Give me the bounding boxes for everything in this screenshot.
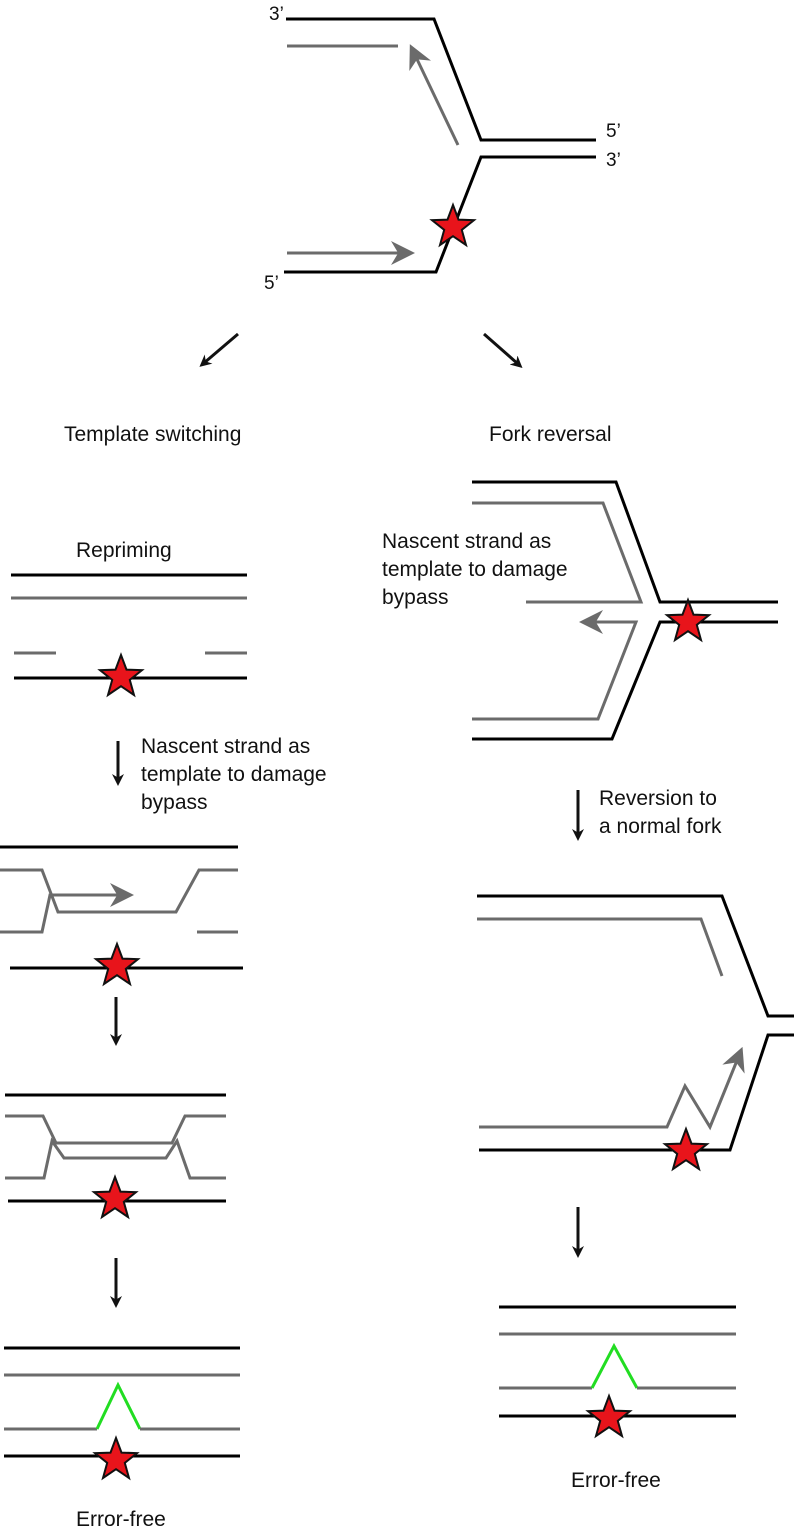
parental-strand-top xyxy=(286,17,596,142)
heading-template-switching: Template switching xyxy=(64,423,242,446)
lesion-star-icon xyxy=(431,204,475,246)
label-3prime-top-left: 3’ xyxy=(269,4,284,25)
lesion-star-icon xyxy=(95,943,139,985)
label-5prime-top-right: 5’ xyxy=(606,121,621,142)
heading-fork-reversal: Fork reversal xyxy=(489,423,612,446)
lesion-star-icon xyxy=(664,1128,708,1170)
fork-reversal-result xyxy=(499,1305,736,1437)
label-5prime-bottom-left: 5’ xyxy=(264,273,279,294)
replication-fork xyxy=(284,17,596,274)
label-nascent-strand-left: Nascent strand as template to damage byp… xyxy=(141,735,327,814)
lesion-star-icon xyxy=(99,654,143,696)
lesion-star-icon xyxy=(93,1176,137,1218)
lesion-star-icon xyxy=(587,1395,631,1437)
label-3prime-right: 3’ xyxy=(606,150,621,171)
arrow-icon xyxy=(483,332,523,368)
arrow-icon xyxy=(199,332,239,367)
fork-reversal-step-2 xyxy=(477,894,794,1170)
nascent-strand-top-arrow xyxy=(409,44,460,146)
label-error-free-left: Error-free xyxy=(76,1508,166,1531)
fork-reversal-step-1 xyxy=(472,480,778,741)
template-switching-step-2 xyxy=(0,845,243,985)
label-error-free-right: Error-free xyxy=(571,1469,661,1492)
parental-strand-bottom xyxy=(284,155,596,274)
new-synthesis-segment xyxy=(590,1342,639,1389)
template-switching-step-1 xyxy=(11,573,247,696)
new-synthesis-segment xyxy=(95,1381,142,1430)
lesion-star-icon xyxy=(666,599,710,641)
label-repriming: Repriming xyxy=(76,539,172,562)
lesion-star-icon xyxy=(94,1437,138,1479)
template-switching-result xyxy=(4,1346,240,1479)
label-reversion: Reversion to a normal fork xyxy=(599,787,722,838)
label-nascent-strand-right: Nascent strand as template to damage byp… xyxy=(382,530,568,609)
template-switching-step-3 xyxy=(5,1093,226,1218)
